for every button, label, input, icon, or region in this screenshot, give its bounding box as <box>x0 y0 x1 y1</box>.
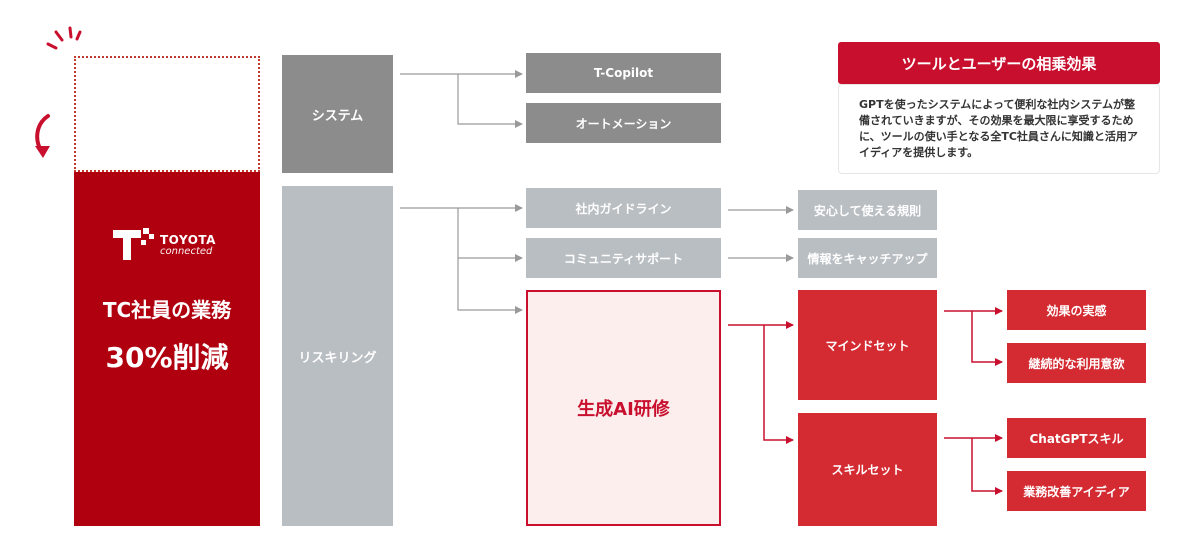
emphasis-mark-icon <box>46 26 82 50</box>
logo-subtext: connected <box>160 246 213 257</box>
catch-up-label: 情報をキャッチアップ <box>807 251 928 266</box>
community-support-label: コミュニティサポート <box>563 251 684 266</box>
safe-rules-label: 安心して使える規則 <box>813 203 922 218</box>
community-support-box: コミュニティサポート <box>526 238 721 278</box>
reduction-figure: 30%削減 <box>105 341 229 374</box>
genai-training-box: 生成AI研修 <box>526 290 721 526</box>
mindset-label: マインドセット <box>825 338 910 353</box>
skillset-label: スキルセット <box>831 463 904 477</box>
genai-training-label: 生成AI研修 <box>577 399 670 420</box>
reskilling-label: リスキリング <box>298 350 377 366</box>
logo-wordmark: TOYOTA <box>160 233 216 247</box>
mindset-box: マインドセット <box>798 290 937 400</box>
system-block: システム <box>282 55 393 173</box>
automation-box: オートメーション <box>526 103 721 143</box>
t-copilot-box: T-Copilot <box>526 53 721 93</box>
guideline-label: 社内ガイドライン <box>575 201 672 216</box>
curved-arrow-icon <box>35 114 50 158</box>
system-label: システム <box>311 108 364 124</box>
continued-use-label: 継続的な利用意欲 <box>1028 356 1125 371</box>
chatgpt-skill-label: ChatGPTスキル <box>1029 431 1124 446</box>
improvement-ideas-box: 業務改善アイディア <box>1007 471 1146 511</box>
toyota-connected-logo-icon <box>113 228 154 260</box>
skillset-box: スキルセット <box>798 413 937 526</box>
reduced-portion-box <box>74 56 260 172</box>
t-copilot-label: T-Copilot <box>593 66 654 80</box>
synergy-description: GPTを使ったシステムによって便利な社内システムが整備されていきますが、その効果… <box>838 84 1160 174</box>
effect-realization-label: 効果の実感 <box>1046 303 1107 318</box>
continued-use-box: 継続的な利用意欲 <box>1007 343 1146 383</box>
catch-up-box: 情報をキャッチアップ <box>798 238 937 278</box>
remaining-workload-column <box>74 172 260 526</box>
improvement-ideas-label: 業務改善アイディア <box>1023 484 1130 499</box>
automation-label: オートメーション <box>575 116 672 131</box>
synergy-title-text: ツールとユーザーの相乗効果 <box>901 54 1097 73</box>
synergy-title: ツールとユーザーの相乗効果 <box>838 42 1160 84</box>
chatgpt-skill-box: ChatGPTスキル <box>1007 418 1146 458</box>
guideline-box: 社内ガイドライン <box>526 188 721 228</box>
safe-rules-box: 安心して使える規則 <box>798 190 937 230</box>
headline: TC社員の業務 <box>102 298 232 322</box>
effect-realization-box: 効果の実感 <box>1007 290 1146 330</box>
reskilling-block: リスキリング <box>282 186 393 526</box>
